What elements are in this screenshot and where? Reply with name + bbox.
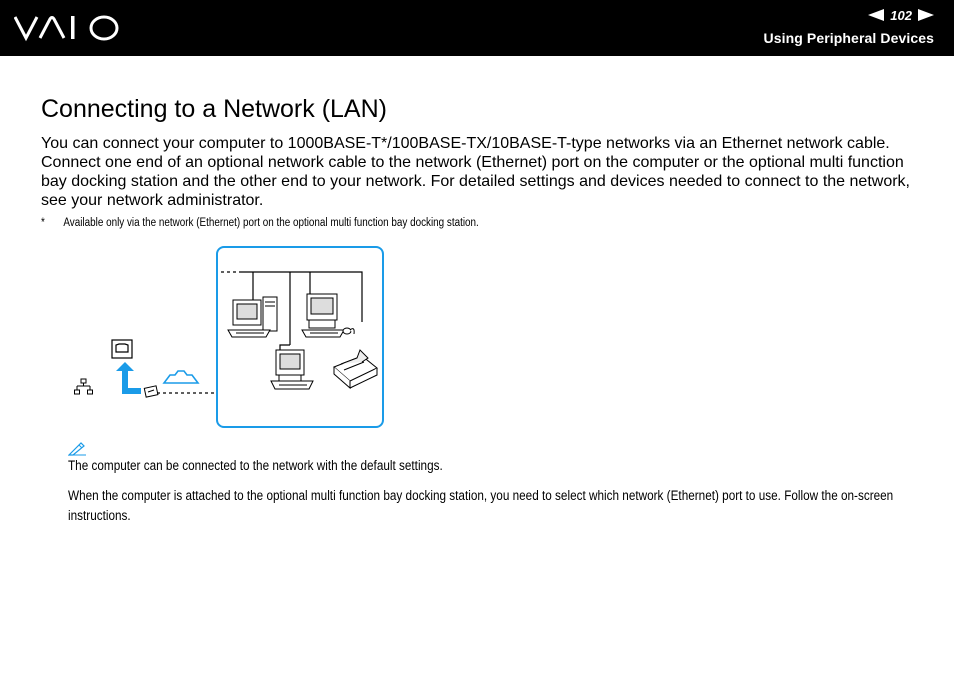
note-docking-station: When the computer is attached to the opt… xyxy=(68,488,894,523)
page-header: 102 Using Peripheral Devices xyxy=(0,0,954,56)
page-number: 102 xyxy=(890,7,912,23)
body-paragraph: You can connect your computer to 1000BAS… xyxy=(41,135,910,209)
connect-arrow-icon xyxy=(116,362,141,394)
desktop-computer-icon xyxy=(270,349,314,390)
section-title: Using Peripheral Devices xyxy=(763,30,934,46)
ethernet-port-icon xyxy=(162,370,200,384)
page-navigation: 102 xyxy=(868,7,934,23)
page-title: Connecting to a Network (LAN) xyxy=(41,95,387,123)
network-diagram xyxy=(74,246,384,428)
cable-plug-icon xyxy=(143,385,159,398)
arrow-right-icon[interactable] xyxy=(918,9,934,21)
footnote-text: Available only via the network (Ethernet… xyxy=(63,217,479,229)
footnote: * Available only via the network (Etherne… xyxy=(41,217,479,229)
network-jack-icon xyxy=(111,339,133,359)
footnote-mark: * xyxy=(41,217,45,229)
note-default-settings: The computer can be connected to the net… xyxy=(68,458,443,473)
arrow-left-icon[interactable] xyxy=(868,9,885,21)
desktop-computer-icon xyxy=(301,293,355,338)
printer-icon xyxy=(333,349,378,390)
network-frame xyxy=(216,246,384,428)
network-symbol-icon xyxy=(74,378,93,395)
pencil-note-icon xyxy=(68,442,86,456)
desktop-computer-icon xyxy=(227,296,278,338)
vaio-logo-icon xyxy=(14,15,119,42)
